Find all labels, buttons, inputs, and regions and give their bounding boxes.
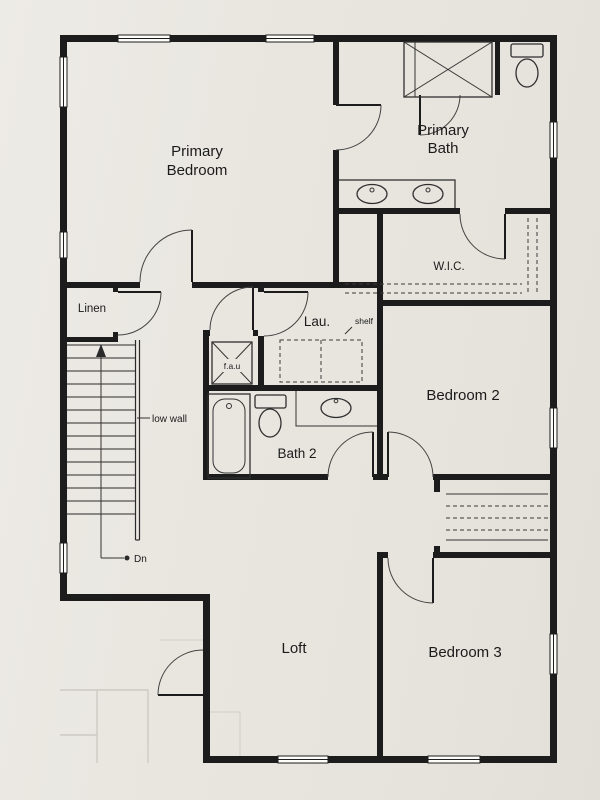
- bath2-toilet: [254, 394, 287, 438]
- window-top-2: [265, 34, 315, 43]
- low-wall-annotation: low wall: [152, 414, 187, 425]
- primary-bedroom-door: [139, 229, 193, 283]
- primary-vanity: [339, 179, 456, 208]
- stairs-down-annotation: Dn: [134, 554, 147, 565]
- window-left-2: [59, 231, 68, 259]
- labels: Primary Bedroom Primary Bath W.I.C. Line…: [78, 122, 502, 661]
- hall-closet-shelves: [446, 493, 548, 541]
- linen-door: [117, 291, 162, 336]
- bedroom3-door: [387, 557, 434, 604]
- bath2-sink: [295, 391, 377, 427]
- bath2-door: [327, 431, 374, 478]
- bedroom2-label: Bedroom 2: [426, 387, 499, 404]
- closet-shelves: [344, 218, 548, 541]
- fau-door: [209, 286, 254, 331]
- doors: [117, 94, 506, 696]
- stairs: [67, 340, 150, 561]
- bath2-label: Bath 2: [277, 446, 316, 461]
- shelf-annotation: shelf: [355, 316, 374, 326]
- bedroom2-door: [387, 431, 434, 478]
- bedroom3-label: Bedroom 3: [428, 644, 501, 661]
- shower-door: [419, 94, 461, 136]
- primary-bath-label-line2: Bath: [428, 140, 459, 157]
- bathtub: [207, 393, 251, 479]
- primary-bedroom-label-line1: Primary: [171, 143, 223, 160]
- laundry-door: [263, 291, 309, 337]
- primary-bedroom-label-line2: Bedroom: [167, 162, 228, 179]
- fau-annotation: f.a.u: [224, 361, 241, 371]
- wic-label: W.I.C.: [433, 261, 464, 273]
- shelf-leader: [344, 326, 353, 335]
- loft-attic-door: [157, 649, 204, 696]
- fau-label-plate: [215, 359, 250, 372]
- wic-shelves: [345, 218, 538, 294]
- window-bottom-1: [277, 755, 329, 764]
- window-right-2: [549, 407, 558, 449]
- window-bottom-2: [427, 755, 481, 764]
- window-right-1: [549, 121, 558, 159]
- shower-toilet-stub-wall: [495, 42, 500, 95]
- windows: [59, 34, 558, 764]
- shower: [403, 41, 493, 98]
- linen-label: Linen: [78, 303, 106, 315]
- loft-label: Loft: [281, 640, 307, 657]
- stair-low-wall: [134, 340, 141, 541]
- primary-bath-label-line1: Primary: [417, 122, 469, 139]
- ghost-lines: [60, 639, 241, 763]
- window-left-3: [59, 542, 68, 574]
- window-top-1: [117, 34, 171, 43]
- stair-up-arrow-icon: [96, 344, 106, 357]
- washer-dryer: [279, 339, 363, 383]
- stair-direction-line: [96, 344, 130, 561]
- primary-toilet: [510, 43, 544, 88]
- window-left-1: [59, 56, 68, 108]
- window-right-3: [549, 633, 558, 675]
- wic-door: [459, 213, 506, 260]
- laundry-label: Lau.: [304, 314, 330, 329]
- fixtures: [207, 41, 544, 479]
- primary-bath-door: [335, 104, 382, 151]
